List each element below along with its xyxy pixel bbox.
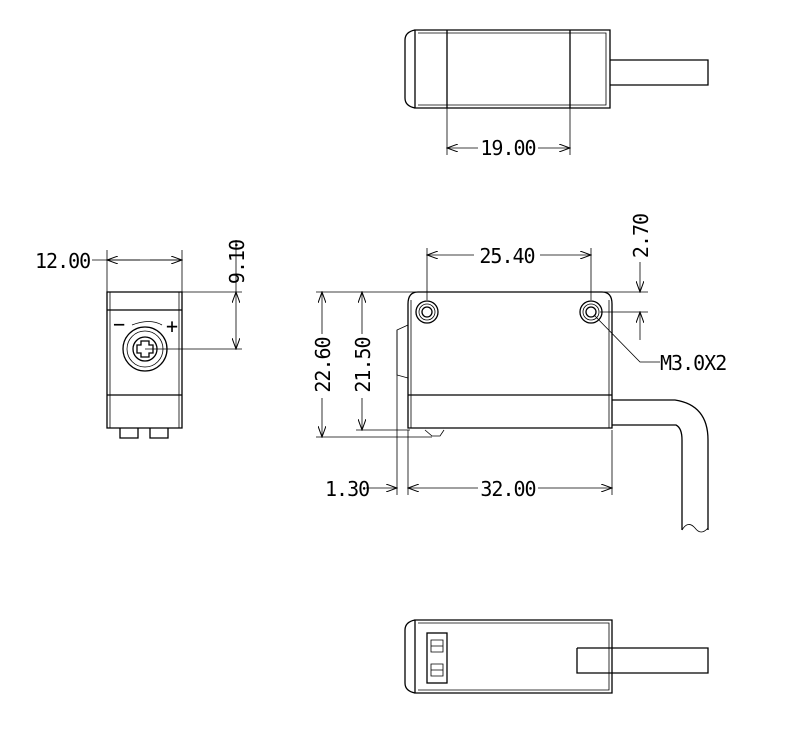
dim-body-height: 21.50 — [351, 337, 375, 392]
knob-plus: + — [166, 314, 178, 338]
thread-callout: M3.0X2 — [660, 351, 726, 375]
phillips-cross-icon — [136, 340, 154, 358]
top-view: 19.00 — [404, 29, 709, 160]
connector-block — [426, 632, 448, 684]
front-view: 25.40 2.70 M3.0X2 22.60 21.50 1.30 32.00 — [311, 214, 727, 533]
dim-top-width: 19.00 — [480, 136, 535, 160]
side-view: − + 12.00 9.10 — [35, 240, 249, 439]
dim-knob-offset: 9.10 — [225, 240, 249, 284]
knob-minus: − — [113, 312, 125, 336]
dim-hole-spacing: 25.40 — [479, 244, 534, 268]
cable — [610, 59, 709, 86]
cable — [612, 399, 709, 530]
dim-hole-offset: 2.70 — [629, 214, 653, 258]
cable — [576, 647, 709, 674]
dim-front-lip: 1.30 — [325, 477, 369, 501]
bottom-view — [404, 619, 709, 694]
dim-body-length: 32.00 — [480, 477, 535, 501]
side-feet — [119, 428, 169, 439]
dim-side-width: 12.00 — [35, 249, 90, 273]
dim-total-height: 22.60 — [311, 337, 335, 392]
mounting-hole-left — [415, 300, 439, 324]
